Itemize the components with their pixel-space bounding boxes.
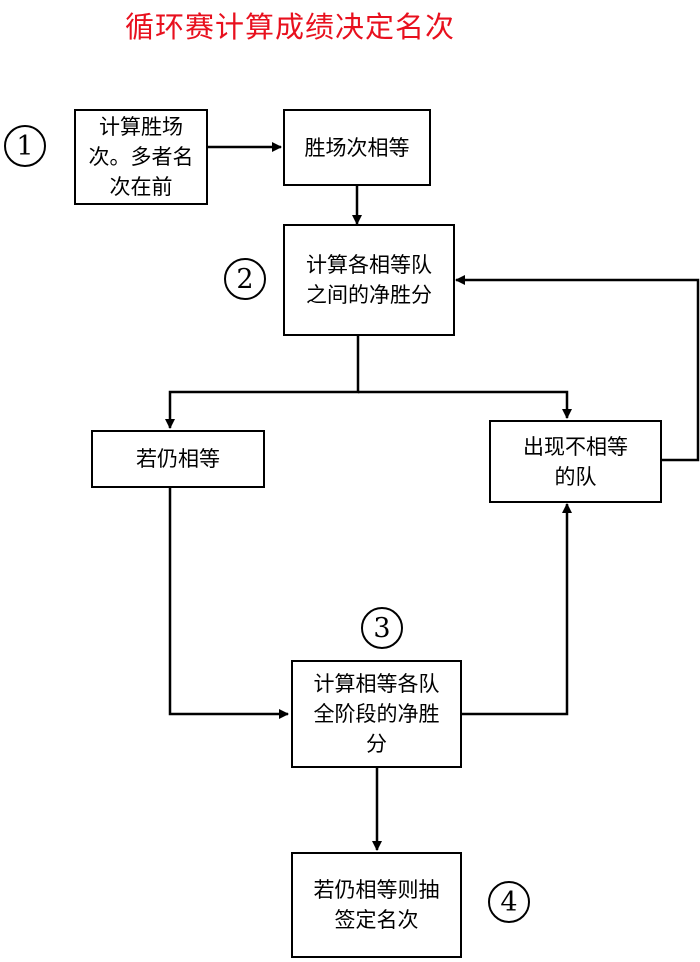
box-net-points-all-text: 计算相等各队全阶段的净胜分 — [313, 672, 440, 756]
box-net-points-all: 计算相等各队全阶段的净胜分 — [291, 660, 462, 768]
box-unequal-found: 出现不相等的队 — [489, 420, 662, 503]
box-still-equal-text: 若仍相等 — [136, 447, 220, 471]
step-marker-4: 4 — [488, 881, 530, 923]
box-draw-lots: 若仍相等则抽签定名次 — [291, 852, 462, 958]
arrow-between-to-unequal — [358, 390, 572, 419]
step-marker-2: 2 — [224, 258, 266, 300]
box-unequal-found-text: 出现不相等的队 — [523, 434, 628, 489]
arrow-still-to-all — [168, 488, 289, 719]
box-net-points-between-text: 计算各相等队之间的净胜分 — [306, 253, 432, 307]
box-draw-lots-text: 若仍相等则抽签定名次 — [313, 878, 440, 932]
box-wins-equal-text: 胜场次相等 — [304, 135, 410, 160]
box-wins-equal: 胜场次相等 — [283, 109, 431, 186]
diagram-title: 循环赛计算成绩决定名次 — [124, 10, 455, 44]
box-count-wins-text: 计算胜场次。多者名次在前 — [88, 115, 194, 199]
step-marker-3: 3 — [361, 607, 403, 649]
step-marker-1: 1 — [4, 125, 46, 167]
box-count-wins: 计算胜场次。多者名次在前 — [74, 109, 208, 205]
arrow-between-split — [165, 336, 360, 429]
box-net-points-between: 计算各相等队之间的净胜分 — [283, 224, 455, 336]
arrow-all-to-unequal — [461, 503, 572, 716]
arrow-unequal-loop-back — [455, 275, 700, 462]
box-still-equal: 若仍相等 — [91, 430, 265, 488]
